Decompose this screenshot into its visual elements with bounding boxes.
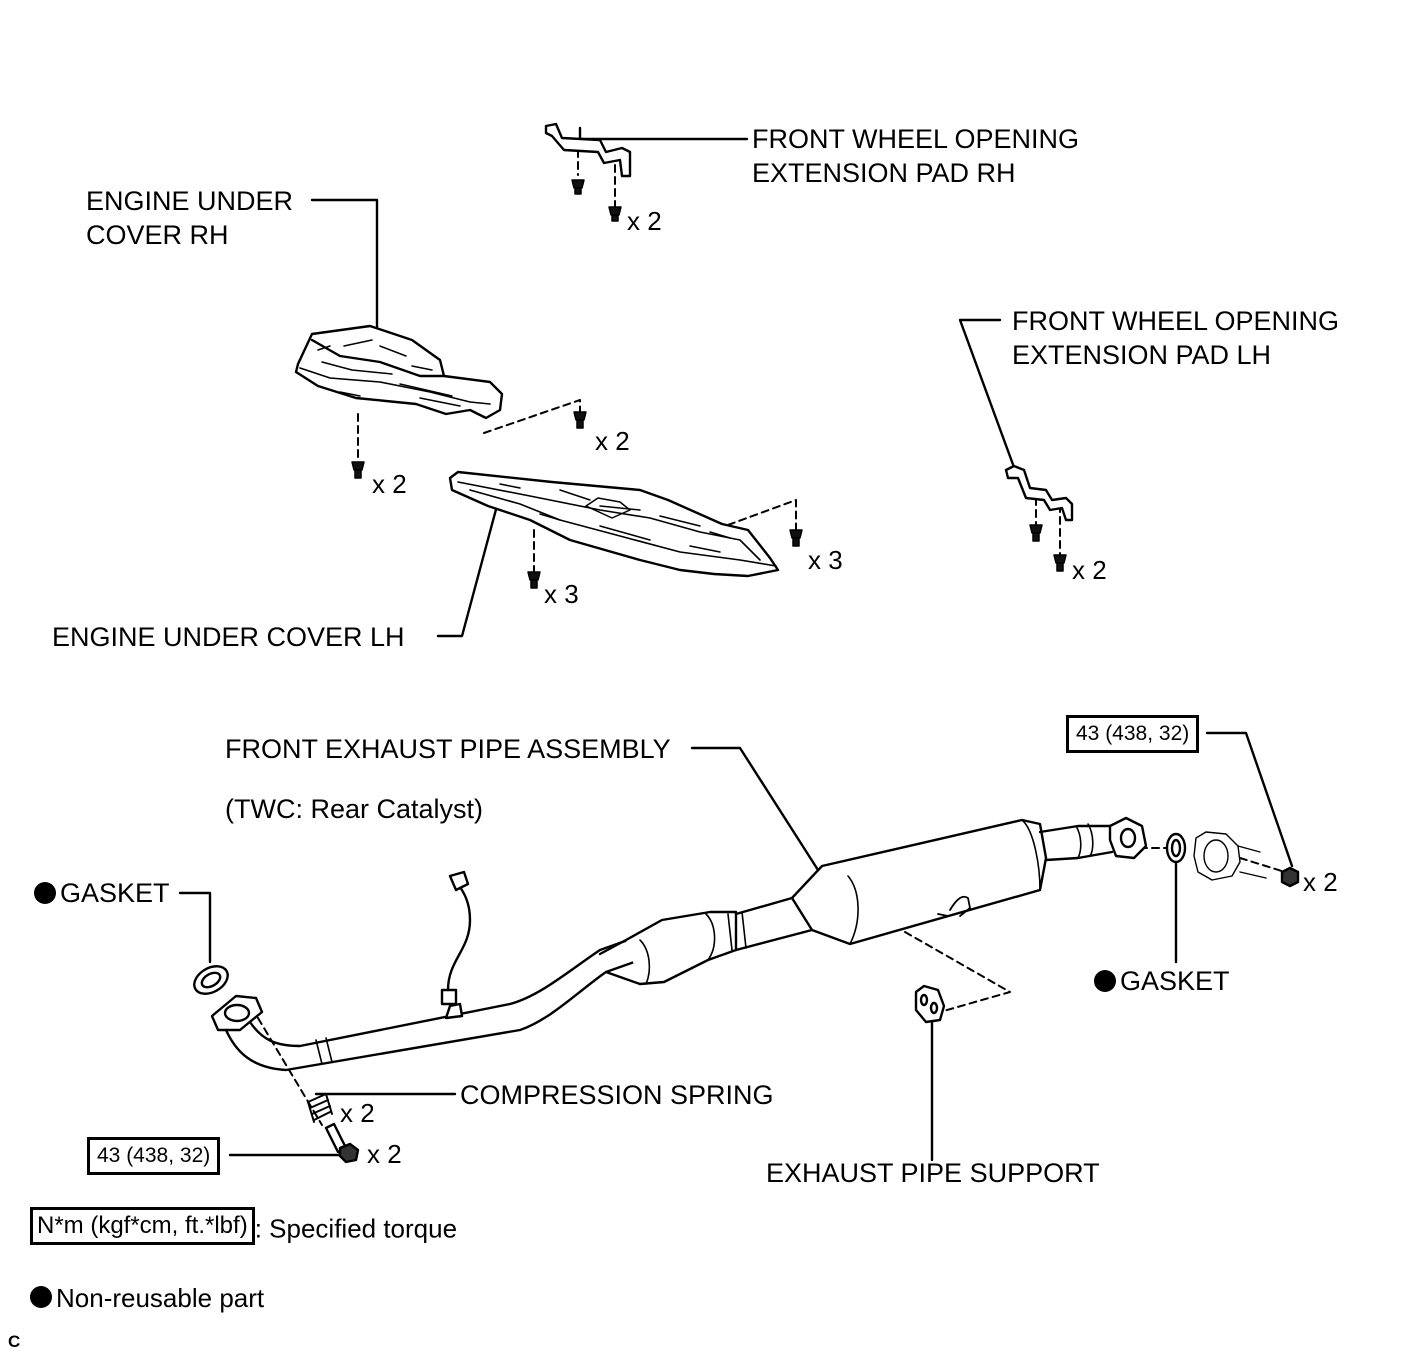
- engine-under-cover-rh: [294, 324, 504, 420]
- engine-under-cover-lh: [448, 470, 780, 578]
- screws: [351, 179, 1067, 589]
- rear-nut: [1280, 866, 1300, 888]
- exhaust-pipe-support: [914, 984, 946, 1024]
- non-reusable-markers: [34, 882, 1116, 992]
- legend-non-reusable: Non-reusable part: [30, 1283, 264, 1314]
- front-gasket-ring: [193, 965, 229, 995]
- front-exhaust-pipe: [210, 816, 1148, 1072]
- corner-mark: C: [8, 1332, 21, 1351]
- qty-cover-lh-right-screws: x 3: [808, 545, 843, 575]
- qty-rear-nuts: x 2: [1303, 867, 1338, 897]
- label-gasket-rear: GASKET: [1120, 966, 1230, 996]
- legend-torque-unit: N*m (kgf*cm, ft.*lbf): [30, 1207, 255, 1245]
- torque-box-front-bolts: 43 (438, 32): [87, 1137, 221, 1175]
- qty-pad-lh-screws: x 2: [1072, 555, 1107, 585]
- qty-springs: x 2: [340, 1098, 375, 1128]
- pad-lh-bracket: [1004, 464, 1074, 522]
- label-twc-note: (TWC: Rear Catalyst): [225, 794, 484, 824]
- label-engine-under-cover-lh: ENGINE UNDER COVER LH: [52, 622, 405, 652]
- legend-non-reusable-text: Non-reusable part: [56, 1283, 265, 1313]
- front-bolt: [324, 1122, 360, 1164]
- label-front-exhaust-pipe: FRONT EXHAUST PIPE ASSEMBLY: [225, 734, 671, 764]
- qty-front-bolts: x 2: [367, 1139, 402, 1169]
- rear-gasket-ring: [1165, 832, 1187, 864]
- qty-cover-lh-left-screws: x 3: [544, 579, 579, 609]
- label-pad-lh: FRONT WHEEL OPENING EXTENSION PAD LH: [1012, 306, 1340, 370]
- qty-cover-rh-left-screws: x 2: [372, 469, 407, 499]
- torque-box-rear-nuts: 43 (438, 32): [1066, 715, 1200, 753]
- center-pipe-phantom: [1193, 831, 1267, 881]
- label-compression-spring: COMPRESSION SPRING: [460, 1080, 774, 1110]
- leader-lines: [178, 126, 1294, 1162]
- pad-rh-bracket: [544, 122, 632, 178]
- non-reusable-dot-icon: [30, 1286, 52, 1309]
- compression-spring: [307, 1093, 333, 1123]
- legend-torque: N*m (kgf*cm, ft.*lbf): Specified torque: [30, 1207, 457, 1245]
- label-exhaust-pipe-support: EXHAUST PIPE SUPPORT: [766, 1158, 1100, 1188]
- label-pad-rh: FRONT WHEEL OPENING EXTENSION PAD RH: [752, 124, 1080, 188]
- qty-cover-rh-right-screws: x 2: [595, 426, 630, 456]
- label-engine-under-cover-rh: ENGINE UNDER COVER RH: [86, 186, 294, 250]
- label-gasket-front: GASKET: [60, 878, 170, 908]
- qty-pad-rh-screws: x 2: [627, 206, 662, 236]
- legend-torque-desc: : Specified torque: [254, 1213, 458, 1244]
